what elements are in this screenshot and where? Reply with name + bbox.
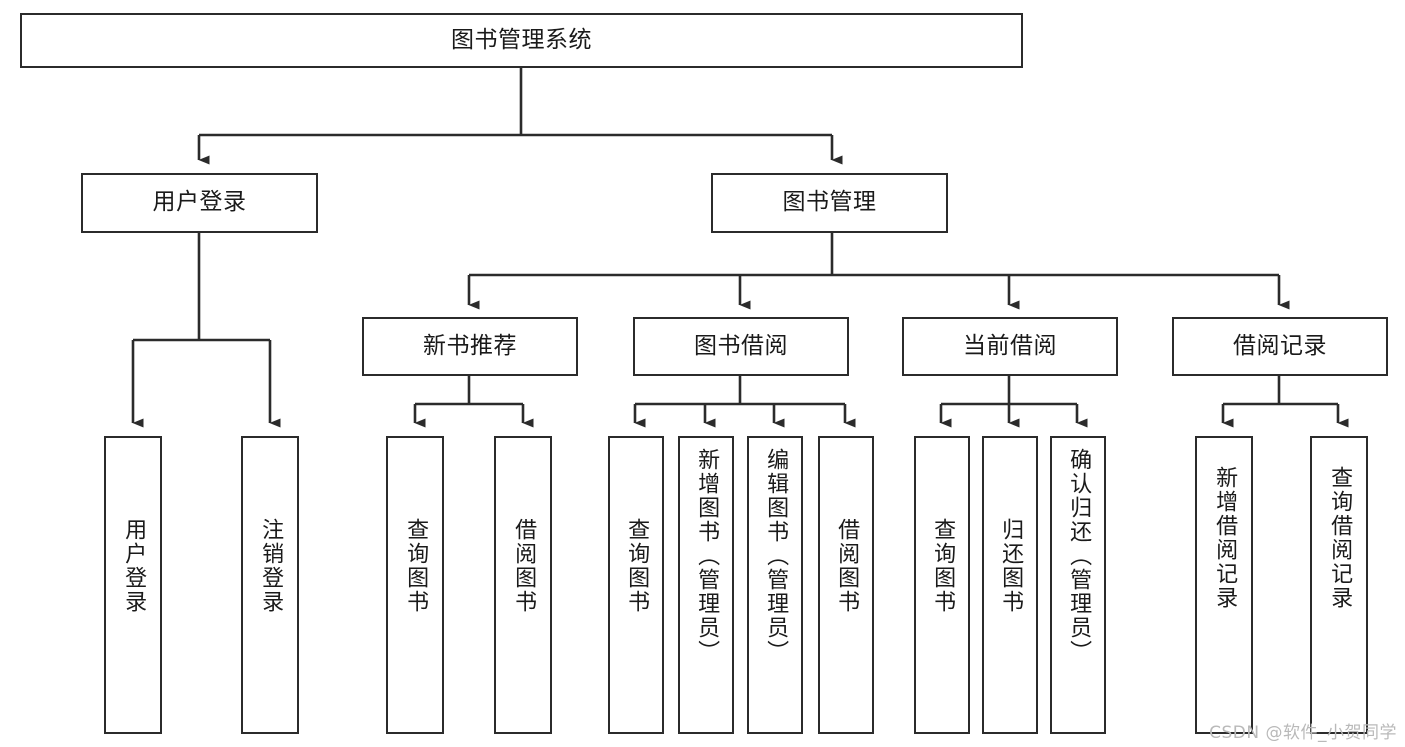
leaf-current-borrow-confirm[interactable]: 确认归还（管理员） bbox=[1050, 436, 1106, 734]
node-root-label: 图书管理系统 bbox=[451, 26, 592, 53]
node-current-borrow-label: 当前借阅 bbox=[963, 332, 1057, 359]
leaf-current-borrow-confirm-label: 确认归还（管理员） bbox=[1066, 448, 1092, 664]
leaf-borrow-record-add-label: 新增借阅记录 bbox=[1212, 466, 1238, 610]
leaf-current-borrow-return[interactable]: 归还图书 bbox=[982, 436, 1038, 734]
csdn-watermark: CSDN @软件_小贺同学 bbox=[1209, 723, 1397, 743]
leaf-current-borrow-return-label: 归还图书 bbox=[998, 518, 1024, 614]
node-book-borrow[interactable]: 图书借阅 bbox=[633, 317, 849, 376]
leaf-book-borrow-add[interactable]: 新增图书（管理员） bbox=[678, 436, 734, 734]
leaf-book-borrow-edit[interactable]: 编辑图书（管理员） bbox=[747, 436, 803, 734]
leaf-user-login-login-label: 用户登录 bbox=[121, 518, 147, 614]
node-root-library-system[interactable]: 图书管理系统 bbox=[20, 13, 1023, 68]
leaf-book-borrow-query[interactable]: 查询图书 bbox=[608, 436, 664, 734]
leaf-borrow-record-query[interactable]: 查询借阅记录 bbox=[1310, 436, 1368, 734]
node-new-book-recommend[interactable]: 新书推荐 bbox=[362, 317, 578, 376]
leaf-current-borrow-query[interactable]: 查询图书 bbox=[914, 436, 970, 734]
node-current-borrow[interactable]: 当前借阅 bbox=[902, 317, 1118, 376]
leaf-new-book-query-label: 查询图书 bbox=[403, 518, 429, 614]
node-user-login-label: 用户登录 bbox=[152, 189, 247, 216]
leaf-new-book-query[interactable]: 查询图书 bbox=[386, 436, 444, 734]
leaf-current-borrow-query-label: 查询图书 bbox=[930, 518, 956, 614]
leaf-borrow-record-query-label: 查询借阅记录 bbox=[1327, 466, 1353, 610]
leaf-book-borrow-edit-label: 编辑图书（管理员） bbox=[763, 448, 789, 664]
leaf-user-login-logout-label: 注销登录 bbox=[258, 518, 284, 614]
leaf-borrow-record-add[interactable]: 新增借阅记录 bbox=[1195, 436, 1253, 734]
node-book-borrow-label: 图书借阅 bbox=[694, 332, 788, 359]
leaf-book-borrow-add-label: 新增图书（管理员） bbox=[694, 448, 720, 664]
node-book-manage[interactable]: 图书管理 bbox=[711, 173, 948, 233]
node-new-book-recommend-label: 新书推荐 bbox=[423, 332, 517, 359]
node-borrow-record-label: 借阅记录 bbox=[1233, 332, 1327, 359]
leaf-new-book-borrow-label: 借阅图书 bbox=[511, 518, 537, 614]
leaf-user-login-login[interactable]: 用户登录 bbox=[104, 436, 162, 734]
leaf-new-book-borrow[interactable]: 借阅图书 bbox=[494, 436, 552, 734]
leaf-book-borrow-borrow[interactable]: 借阅图书 bbox=[818, 436, 874, 734]
leaf-user-login-logout[interactable]: 注销登录 bbox=[241, 436, 299, 734]
leaf-book-borrow-query-label: 查询图书 bbox=[624, 518, 650, 614]
node-borrow-record[interactable]: 借阅记录 bbox=[1172, 317, 1388, 376]
node-book-manage-label: 图书管理 bbox=[782, 189, 877, 216]
node-user-login[interactable]: 用户登录 bbox=[81, 173, 318, 233]
leaf-book-borrow-borrow-label: 借阅图书 bbox=[834, 518, 860, 614]
